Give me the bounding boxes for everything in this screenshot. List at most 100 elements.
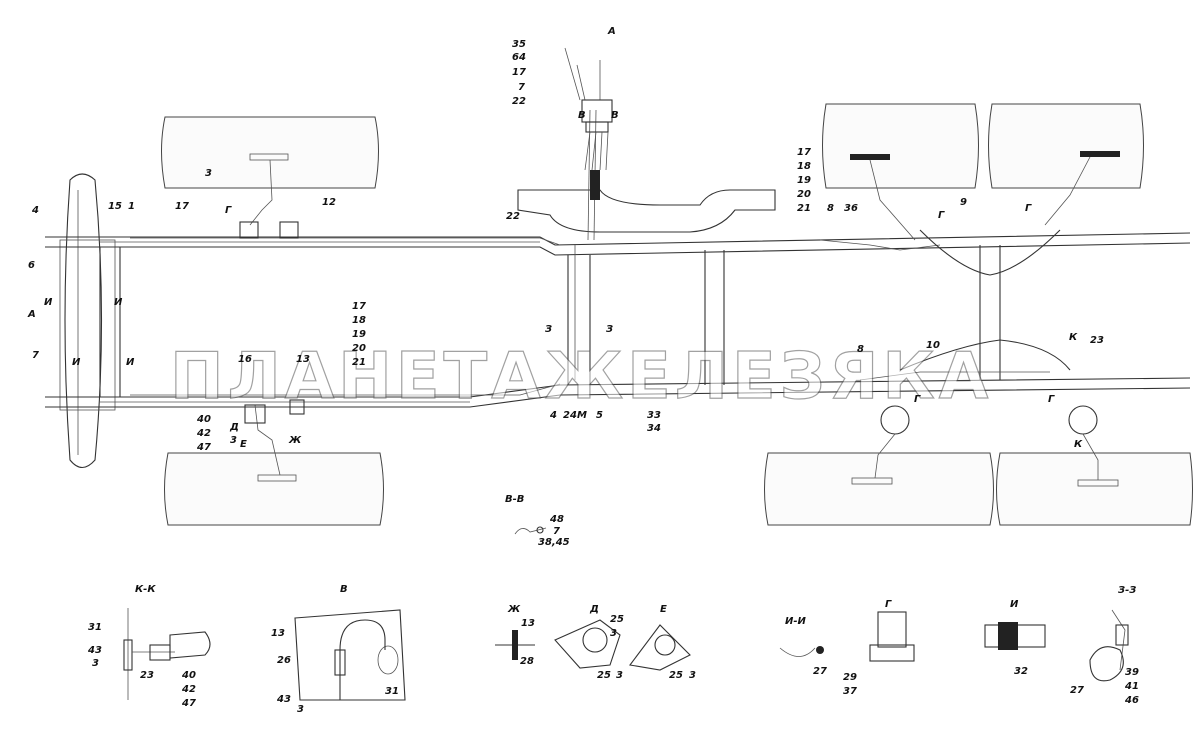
- callout: З: [606, 324, 613, 335]
- callout: 22: [512, 96, 526, 107]
- front-brake-hose-right: [244, 399, 305, 476]
- callout: 8: [857, 344, 864, 355]
- callout: 8: [827, 203, 834, 214]
- view-label-ii: И-И: [785, 616, 807, 627]
- detail-zz: [1089, 609, 1129, 682]
- view-label-zz: З-З: [1118, 585, 1136, 596]
- callout: Г: [225, 205, 232, 216]
- callout: 7: [32, 350, 39, 361]
- callout: 20: [352, 343, 366, 354]
- cross-members: [99, 245, 1001, 397]
- callout: 29: [843, 672, 857, 683]
- callout: 17: [512, 67, 526, 78]
- callout: 27: [1070, 685, 1084, 696]
- callout: 31: [385, 686, 399, 697]
- callout: 6: [28, 260, 35, 271]
- tire-rear-right-1: [764, 452, 994, 526]
- callout: Г: [938, 210, 945, 221]
- callout: 43: [276, 694, 291, 705]
- rear-brake-chambers: [869, 156, 1099, 480]
- tire-rear-left-1: [822, 103, 979, 189]
- view-label-i: И: [1010, 599, 1019, 610]
- callout: 36: [844, 203, 858, 214]
- callout: 35: [512, 39, 526, 50]
- callout: 21: [352, 357, 366, 368]
- callout: 23: [1090, 335, 1104, 346]
- valve-block-a: [564, 47, 613, 200]
- callout: 24: [563, 410, 577, 421]
- view-label-a: А: [607, 26, 616, 37]
- cab-support: [517, 189, 776, 233]
- callout: 27: [813, 666, 827, 677]
- callout: М: [577, 410, 587, 421]
- front-brake-hose-left: [239, 159, 299, 239]
- callout: 26: [277, 655, 291, 666]
- detail-g: [869, 611, 915, 662]
- callout: 13: [521, 618, 535, 629]
- view-label-v: В: [340, 584, 348, 595]
- front-wheel-side: [59, 173, 116, 469]
- watermark: ПЛАНЕТАЖЕЛЕЗЯКА: [170, 340, 992, 414]
- callout: 10: [926, 340, 940, 351]
- detail-e: [629, 624, 691, 671]
- callout: 37: [843, 686, 857, 697]
- callout: Г: [1048, 394, 1055, 405]
- tire-rear-left-2: [988, 103, 1144, 189]
- detail-ii: [779, 646, 824, 657]
- frame-rail-lower: [45, 377, 1191, 408]
- callout: 13: [296, 354, 310, 365]
- callout: 21: [797, 203, 811, 214]
- view-label-e: Е: [660, 604, 667, 615]
- callout: Г: [914, 394, 921, 405]
- callout: 39: [1125, 667, 1139, 678]
- callout: Ж: [288, 435, 302, 446]
- callout: 3: [616, 670, 623, 681]
- callout: 48: [549, 514, 564, 525]
- callout: 20: [797, 189, 811, 200]
- callout: 32: [1014, 666, 1028, 677]
- callout: К: [1069, 332, 1078, 343]
- callout: 47: [196, 442, 211, 453]
- callout: 3: [689, 670, 696, 681]
- callout: 46: [1124, 695, 1139, 706]
- callout: 42: [196, 428, 211, 439]
- callout: 15: [108, 201, 122, 212]
- callout: И: [72, 357, 81, 368]
- callout: В: [611, 110, 619, 121]
- callout: 9: [960, 197, 967, 208]
- callout: И: [44, 297, 53, 308]
- callout: 25: [669, 670, 683, 681]
- callout: 17: [352, 301, 366, 312]
- view-label-kk: К-К: [135, 584, 156, 595]
- detail-kk: [123, 608, 211, 700]
- callout: 40: [181, 670, 196, 681]
- callout: 47: [181, 698, 196, 709]
- callout: 12: [322, 197, 336, 208]
- view-label-vv: В-В: [505, 494, 524, 505]
- view-label-d: Д: [589, 604, 599, 615]
- tire-rear-right-2: [996, 452, 1193, 526]
- detail-d: [554, 619, 621, 669]
- tire-front-left: [161, 116, 379, 189]
- detail-v: [294, 609, 406, 701]
- callout: Е: [240, 439, 247, 450]
- callout: И: [114, 297, 123, 308]
- callout: 18: [352, 315, 366, 326]
- callout: 3: [92, 658, 99, 669]
- callout: 40: [196, 414, 211, 425]
- callout: 31: [88, 622, 102, 633]
- callout: 17: [175, 201, 189, 212]
- callout: И: [126, 357, 135, 368]
- callout: 18: [797, 161, 811, 172]
- callout: 43: [87, 645, 102, 656]
- callout: 3: [297, 704, 304, 715]
- callout: 42: [181, 684, 196, 695]
- callout: К: [1074, 439, 1083, 450]
- detail-zh: [495, 630, 535, 660]
- callout: 64: [512, 52, 526, 63]
- callout: 19: [352, 329, 366, 340]
- callout: Д: [229, 422, 239, 433]
- callout: 38,45: [538, 537, 570, 548]
- callout: 7: [518, 82, 525, 93]
